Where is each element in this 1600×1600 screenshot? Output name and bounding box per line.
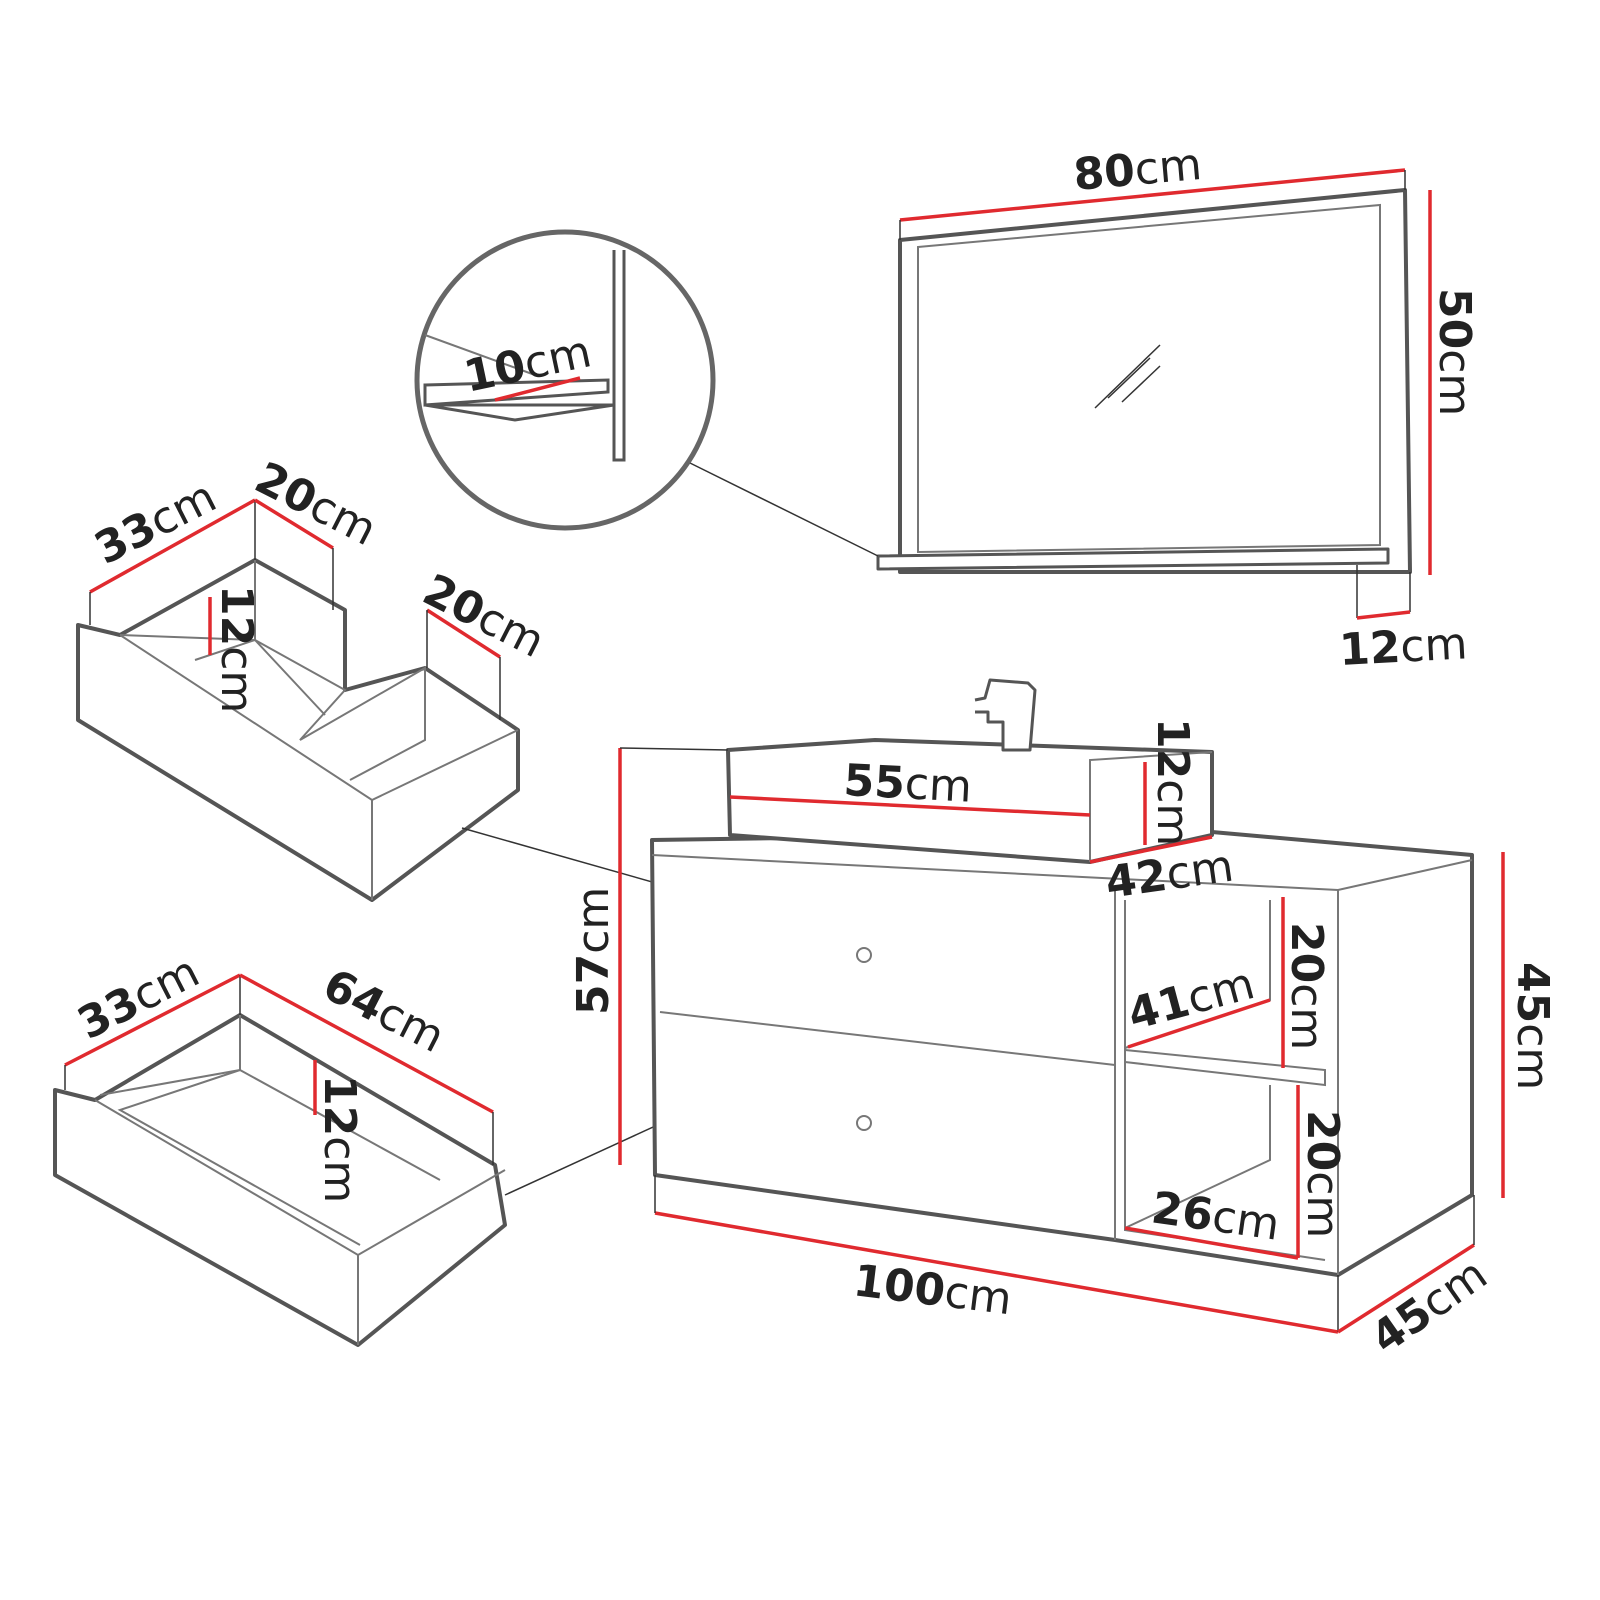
label-cabinet-height: 45cm <box>1507 962 1558 1090</box>
label-cabinet-total-height: 57cm <box>568 887 619 1015</box>
detail-magnifier <box>414 229 716 531</box>
label-drawer-width: 33cm <box>70 946 207 1050</box>
label-shelf-lower-height: 20cm <box>1297 1110 1348 1238</box>
label-organizer-depth-left: 20cm <box>247 452 384 556</box>
label-drawer-depth: 64cm <box>315 959 452 1063</box>
label-shelf-upper-height: 20cm <box>1281 922 1332 1050</box>
vanity-cabinet <box>618 678 1505 1334</box>
detail-leader-line <box>689 462 879 557</box>
label-organizer-height: 12cm <box>211 585 262 713</box>
dimension-line-mirror-shelf <box>1356 610 1411 620</box>
label-mirror-height: 50cm <box>1429 288 1480 416</box>
label-mirror-shelf: 12cm <box>1338 618 1469 676</box>
label-organizer-depth-right: 20cm <box>415 564 552 668</box>
label-basin-height: 12cm <box>1147 718 1198 846</box>
mirror <box>689 168 1432 620</box>
label-cabinet-depth: 45cm <box>1362 1249 1496 1364</box>
drawer <box>53 973 713 1347</box>
drawer-organizer <box>76 498 699 902</box>
label-cabinet-width: 100cm <box>851 1255 1015 1325</box>
label-shelf-width: 26cm <box>1148 1182 1282 1250</box>
label-basin-depth: 42cm <box>1102 841 1236 909</box>
label-organizer-length: 33cm <box>87 471 224 575</box>
dimension-line-mirror-width <box>899 168 1406 222</box>
label-drawer-height: 12cm <box>314 1075 365 1203</box>
label-basin-width: 55cm <box>842 755 973 813</box>
label-mirror-width: 80cm <box>1072 139 1204 201</box>
